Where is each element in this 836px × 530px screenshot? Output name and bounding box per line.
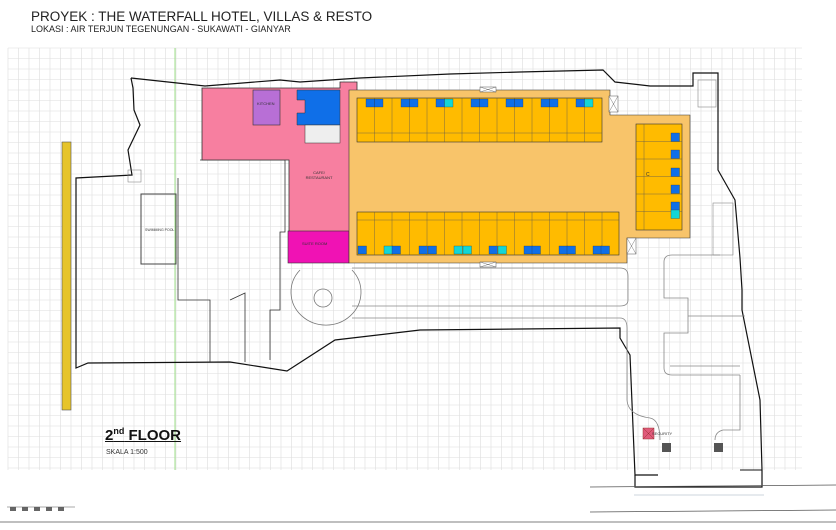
window [514,98,524,108]
stair-x [479,86,497,93]
guard-post [712,202,734,256]
window [427,245,437,255]
stair-x [479,261,497,268]
scale-bar-block [34,507,40,511]
window [540,98,550,108]
wing-label: C [646,172,650,178]
window [453,245,463,255]
floor-word: FLOOR [128,427,182,444]
window [670,209,680,219]
window [462,245,472,255]
building-wall [200,159,286,360]
floor-number: 2 [105,427,114,444]
scale-bar-block [58,507,64,511]
cafe-label: CAFE/ RESTAURANT [305,170,333,180]
window [670,184,680,194]
window [418,245,428,255]
window [497,245,507,255]
fountain [313,288,333,308]
stair-blue [296,89,341,126]
lift [697,79,717,108]
guest-room-wing [348,86,691,268]
floor-suffix: nd [113,426,125,436]
driveway [352,267,629,307]
road-line [589,484,836,488]
pool-label: SWIMMING POOL [145,228,175,232]
stair-x [626,237,637,255]
kitchen-room [252,89,281,126]
scale-bar-block [10,507,16,511]
gate-pillar [714,443,723,452]
window [383,245,393,255]
window [391,245,401,255]
window [531,245,541,255]
window [479,98,489,108]
window [400,98,410,108]
window [670,201,680,211]
suite-label: SUITE ROOM [302,241,328,246]
project-title: PROYEK : THE WATERFALL HOTEL, VILLAS & R… [31,9,373,24]
window [365,98,375,108]
window [670,132,680,142]
window [409,98,419,108]
window [523,245,533,255]
site-outline-left [75,77,658,476]
building-wall [177,178,211,362]
security-x [642,427,655,440]
window [374,98,384,108]
yellow-wall [61,141,72,411]
pool [140,193,177,265]
stair-steps [304,124,341,144]
floor-title: 2nd FLOOR [105,426,181,444]
building-wall [229,292,246,362]
parking [663,254,745,441]
scale-bar-block [46,507,52,511]
project-location: LOKASI : AIR TERJUN TEGENUNGAN - SUKAWAT… [31,24,291,34]
window [566,245,576,255]
security-label: SECURITY [652,431,673,436]
window [670,167,680,177]
window [670,149,680,159]
scale-label: SKALA 1:500 [106,449,148,456]
suite-room [287,230,350,264]
stair-x [608,95,619,113]
site-outline [130,69,763,471]
stair [127,169,142,183]
window [575,98,585,108]
window [444,98,454,108]
window [600,245,610,255]
round-court [290,269,362,326]
road-line [589,509,836,513]
window [357,245,367,255]
window [488,245,498,255]
window [470,98,480,108]
site-outline-b [740,469,763,480]
window [592,245,602,255]
window [549,98,559,108]
bottom-edge [634,470,763,488]
window [558,245,568,255]
window [584,98,594,108]
scale-bar-block [22,507,28,511]
window [435,98,445,108]
driveway [352,317,661,441]
kitchen-label: KITCHEN [257,101,275,106]
window [505,98,515,108]
gate-pillar [662,443,671,452]
